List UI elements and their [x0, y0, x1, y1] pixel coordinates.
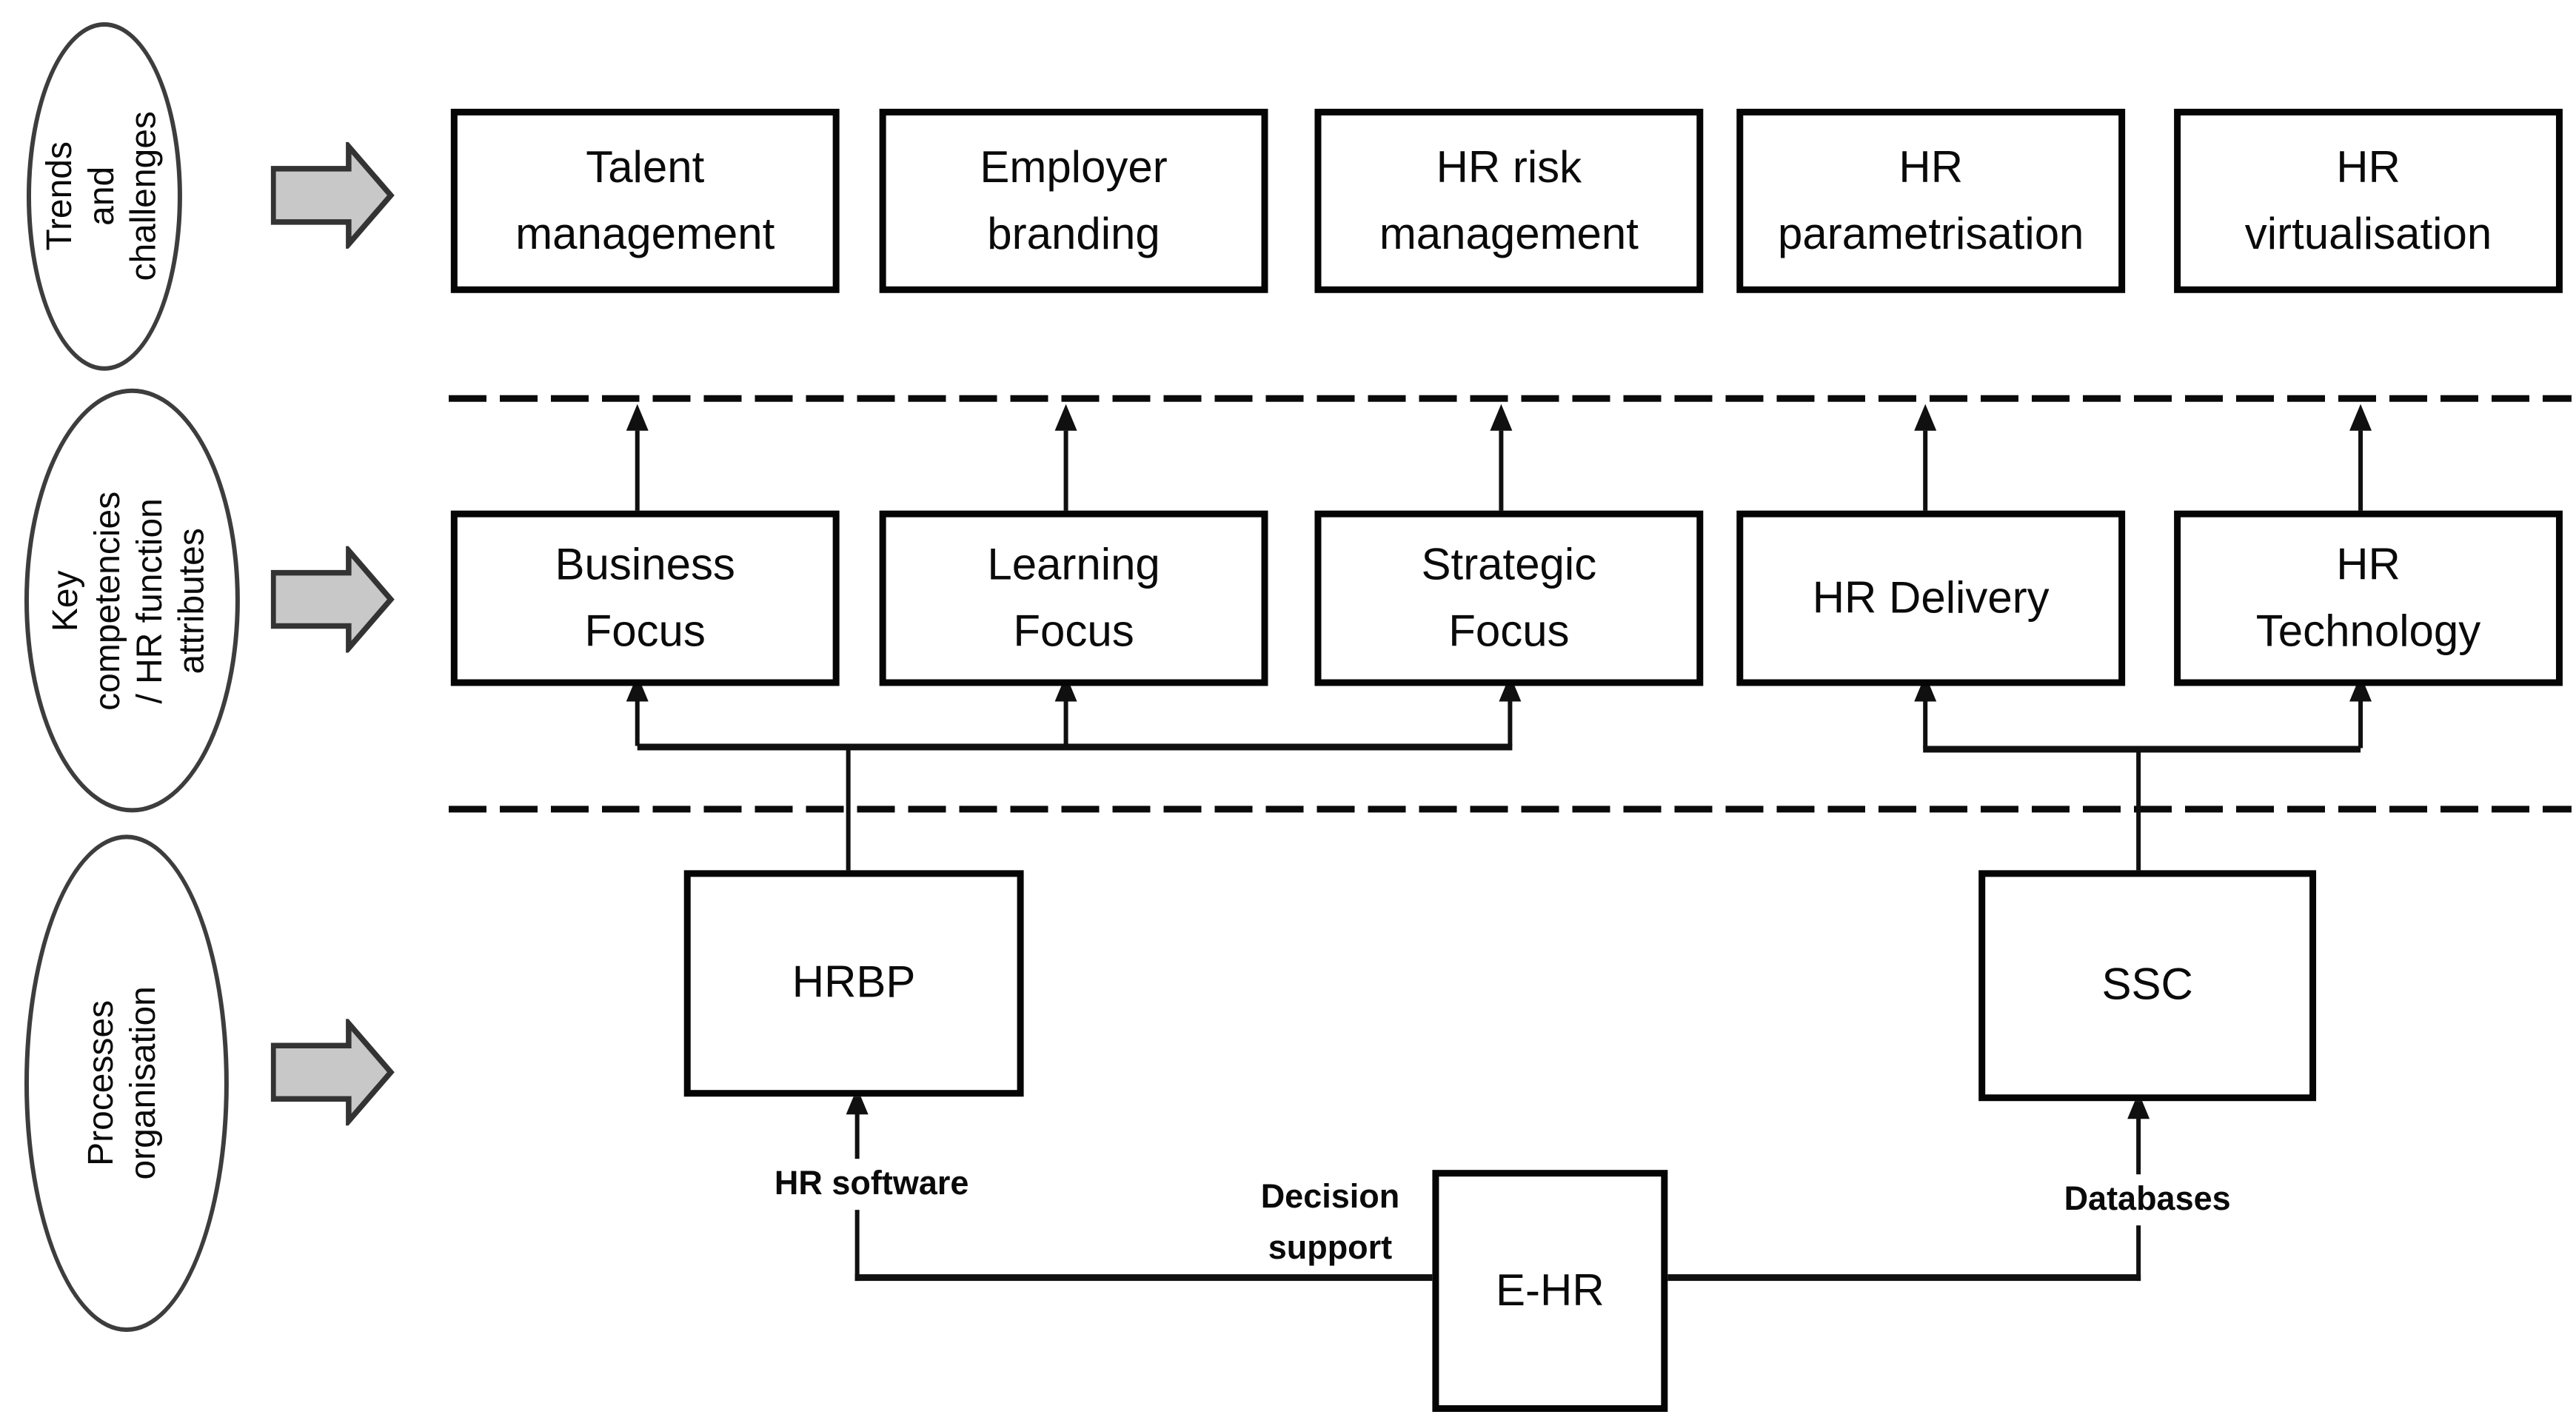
databases-label: Databases — [2054, 1174, 2241, 1226]
up-arrowhead-icon — [1914, 404, 1937, 431]
connector-line — [2358, 699, 2363, 749]
hrbp-stem-line — [846, 746, 851, 873]
connector-line — [1654, 1274, 2141, 1282]
connector-line — [2358, 430, 2363, 513]
block-arrow-icon — [270, 141, 395, 249]
hr-software-label: HR software — [739, 1159, 1004, 1211]
block-arrow-icon — [270, 1019, 395, 1126]
up-arrowhead-icon — [626, 404, 649, 431]
box-talent-management: Talent management — [450, 108, 840, 293]
connector-line — [854, 1274, 1433, 1282]
box-ssc: SSC — [1978, 870, 2317, 1102]
hrbp-branch-bar — [637, 743, 1513, 751]
processes-label: Processes organisation — [84, 986, 164, 1180]
box-ehr: E-HR — [1432, 1170, 1668, 1412]
ssc-branch-bar — [1923, 746, 2361, 753]
box-hrbp: HRBP — [683, 870, 1024, 1097]
connector-line — [1508, 699, 1513, 746]
box-business-focus: Business Focus — [450, 510, 840, 686]
box-hr-virtualisation: HR virtualisation — [2174, 108, 2563, 293]
box-hr-technology: HR Technology — [2174, 510, 2563, 686]
box-hr-parametrisation: HR parametrisation — [1736, 108, 2126, 293]
block-arrow-icon — [270, 546, 395, 653]
box-employer-branding: Employer branding — [879, 108, 1268, 293]
up-arrowhead-icon — [1054, 404, 1077, 431]
connector-line — [1499, 430, 1504, 513]
dashed-separator-top — [448, 395, 2572, 402]
connector-line — [1063, 430, 1068, 513]
box-hr-delivery: HR Delivery — [1736, 510, 2126, 686]
ssc-stem-line — [2136, 748, 2141, 873]
connector-line — [1923, 430, 1928, 513]
up-arrowhead-icon — [1490, 404, 1513, 431]
up-arrowhead-icon — [2349, 404, 2372, 431]
connector-line — [1923, 699, 1928, 749]
ellipse-trends-and-challenges: Trends and challenges — [26, 21, 182, 371]
connector-line — [1063, 699, 1068, 746]
trends-label: Trends and challenges — [41, 111, 164, 282]
connector-line — [635, 699, 640, 746]
box-hr-risk-management: HR risk management — [1314, 108, 1704, 293]
ellipse-key-competencies: Key competencies / HR function attribute… — [24, 388, 240, 813]
box-learning-focus: Learning Focus — [879, 510, 1268, 686]
dashed-separator-bottom — [448, 806, 2572, 813]
connector-line — [635, 430, 640, 513]
box-strategic-focus: Strategic Focus — [1314, 510, 1704, 686]
decision-support-label: Decision support — [1260, 1179, 1400, 1268]
key-competencies-label: Key competencies / HR function attribute… — [48, 491, 213, 711]
ellipse-processes-organisation: Processes organisation — [24, 834, 229, 1333]
